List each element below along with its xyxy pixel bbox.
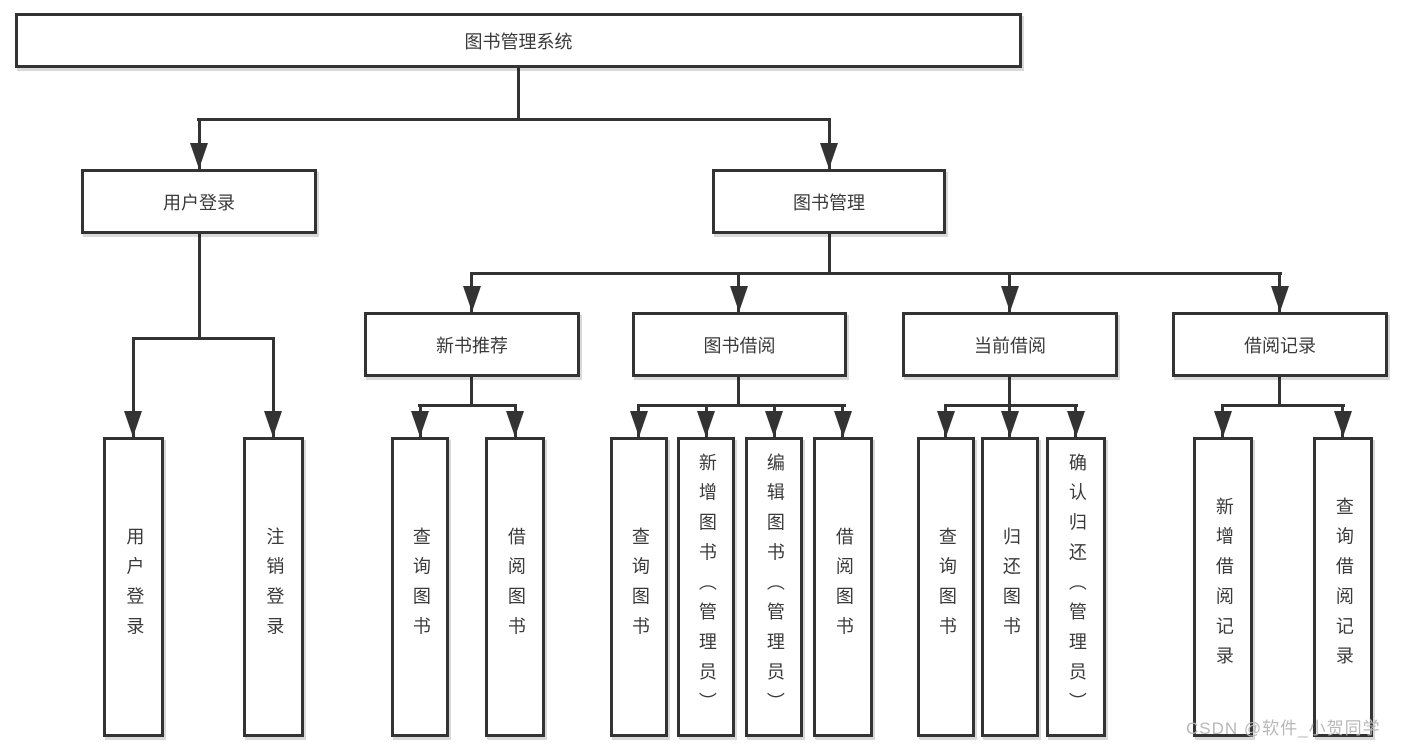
leaf-logout: 注销登录 (243, 437, 304, 737)
arrow-down-icon (463, 286, 481, 312)
node-borrow-records: 借阅记录 (1172, 312, 1388, 377)
node-label: 用户登录 (163, 192, 235, 213)
arrow-down-icon (124, 411, 142, 437)
arrow-down-icon (1271, 286, 1289, 312)
connector-bus (132, 337, 275, 340)
arrow-down-icon (937, 411, 955, 437)
connector-bus (637, 404, 846, 407)
leaf-borrow-query: 查询图书 (610, 437, 668, 737)
connector-bus (944, 404, 1078, 407)
node-current-borrow: 当前借阅 (902, 312, 1118, 377)
arrow-down-icon (1214, 411, 1232, 437)
arrow-down-icon (1001, 411, 1019, 437)
arrow-down-icon (730, 286, 748, 312)
leaf-records-add: 新增借阅记录 (1193, 437, 1253, 737)
node-label: 新书推荐 (436, 335, 508, 356)
leaf-label: 查询图书 (936, 527, 957, 647)
arrow-down-icon (1001, 286, 1019, 312)
node-label: 借阅记录 (1244, 335, 1316, 356)
leaf-borrow-add-admin: 新增图书（管理员） (677, 437, 735, 737)
connector-stem (737, 377, 740, 404)
leaf-borrow-book: 借阅图书 (813, 437, 873, 737)
arrow-down-icon (1067, 411, 1085, 437)
leaf-label: 借阅图书 (833, 527, 854, 647)
arrow-down-icon (697, 411, 715, 437)
node-new-book-recommend: 新书推荐 (364, 312, 580, 377)
leaf-label: 归还图书 (1000, 527, 1021, 647)
connector-bus (1221, 404, 1345, 407)
connector-bus (470, 272, 1282, 275)
leaf-label: 编辑图书（管理员） (764, 452, 785, 722)
node-label: 当前借阅 (974, 335, 1046, 356)
node-book-management: 图书管理 (712, 169, 946, 234)
connector-drop (272, 340, 275, 437)
leaf-borrow-edit-admin: 编辑图书（管理员） (745, 437, 803, 737)
arrow-down-icon (820, 143, 838, 169)
leaf-label: 新增图书（管理员） (696, 452, 717, 722)
arrow-down-icon (264, 411, 282, 437)
node-label: 图书借阅 (703, 335, 776, 356)
leaf-current-query: 查询图书 (917, 437, 975, 737)
leaf-user-login: 用户登录 (103, 437, 164, 737)
node-book-borrow: 图书借阅 (632, 312, 847, 377)
leaf-newbooks-query: 查询图书 (391, 437, 449, 737)
leaf-label: 查询图书 (629, 527, 650, 647)
leaf-label: 查询借阅记录 (1333, 497, 1354, 677)
arrow-down-icon (411, 411, 429, 437)
arrow-down-icon (1334, 411, 1352, 437)
connector-stem (1008, 377, 1011, 404)
leaf-current-confirm-admin: 确认归还（管理员） (1046, 437, 1106, 737)
connector-stem (470, 377, 473, 404)
node-label: 图书管理系统 (464, 31, 573, 52)
leaf-current-return: 归还图书 (981, 437, 1039, 737)
node-label: 图书管理 (793, 192, 865, 213)
arrow-down-icon (190, 143, 208, 169)
connector-drop (132, 340, 135, 437)
leaf-label: 查询图书 (410, 527, 431, 647)
arrow-down-icon (630, 411, 648, 437)
leaf-label: 注销登录 (264, 527, 285, 647)
node-user-login: 用户登录 (81, 169, 317, 234)
connector-stem (1278, 377, 1281, 404)
node-library-system: 图书管理系统 (15, 13, 1022, 68)
arrow-down-icon (834, 411, 852, 437)
leaf-records-query: 查询借阅记录 (1313, 437, 1373, 737)
leaf-newbooks-borrow: 借阅图书 (485, 437, 545, 737)
connector-stem (517, 68, 520, 118)
leaf-label: 确认归还（管理员） (1066, 452, 1087, 722)
arrow-down-icon (765, 411, 783, 437)
csdn-watermark: CSDN @软件_小贺同学 (1186, 719, 1381, 738)
leaf-label: 用户登录 (124, 527, 145, 647)
arrow-down-icon (506, 411, 524, 437)
connector-bus (418, 404, 517, 407)
connector-bus (197, 118, 831, 121)
leaf-label: 新增借阅记录 (1213, 497, 1234, 677)
connector-stem (198, 234, 201, 337)
leaf-label: 借阅图书 (505, 527, 526, 647)
connector-stem (828, 234, 831, 272)
